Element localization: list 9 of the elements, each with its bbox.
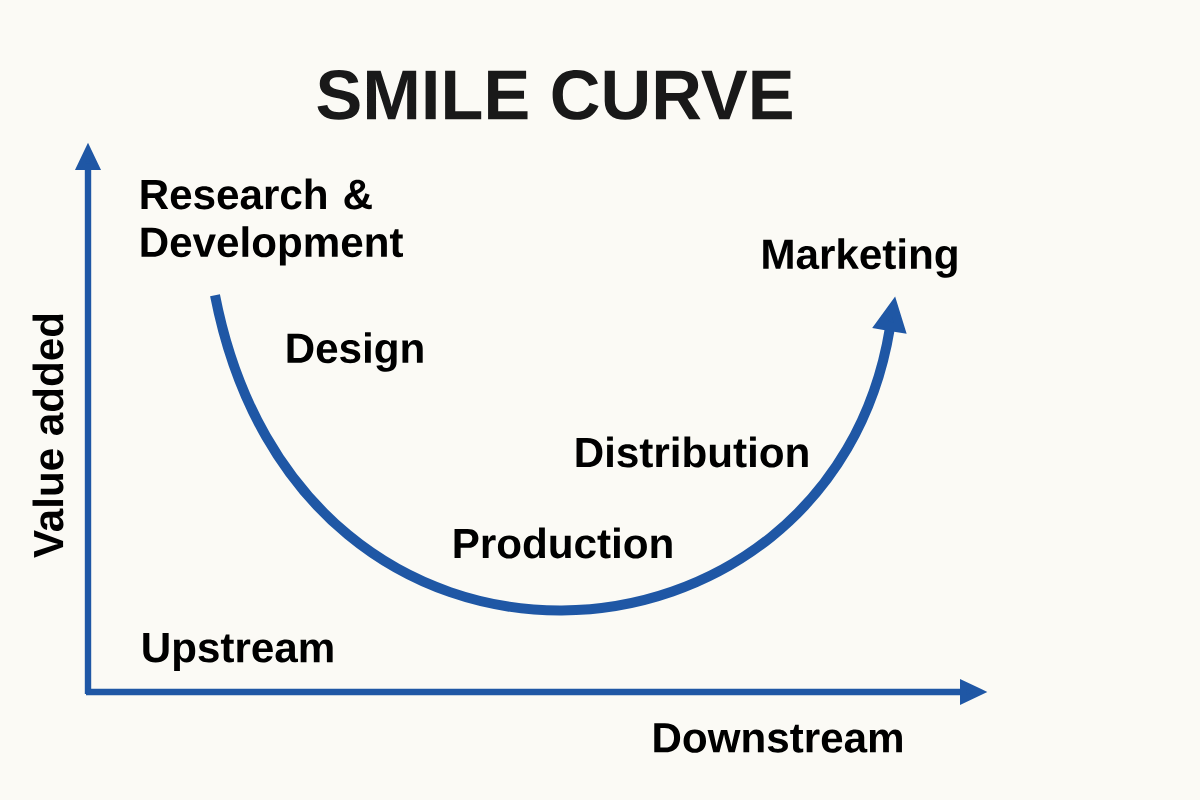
stage-label: Marketing [763, 238, 957, 278]
stage-label: Research & Development [141, 178, 403, 266]
value-axis-label: Value added [32, 314, 64, 558]
title: SMILE CURVE [317, 70, 792, 120]
stage-label: Distribution [576, 436, 808, 468]
stage-label: Design [287, 332, 423, 372]
upstream-label: Upstream [143, 633, 333, 671]
stage-label: Production [454, 527, 672, 559]
downstream-label: Downstream [654, 723, 902, 753]
